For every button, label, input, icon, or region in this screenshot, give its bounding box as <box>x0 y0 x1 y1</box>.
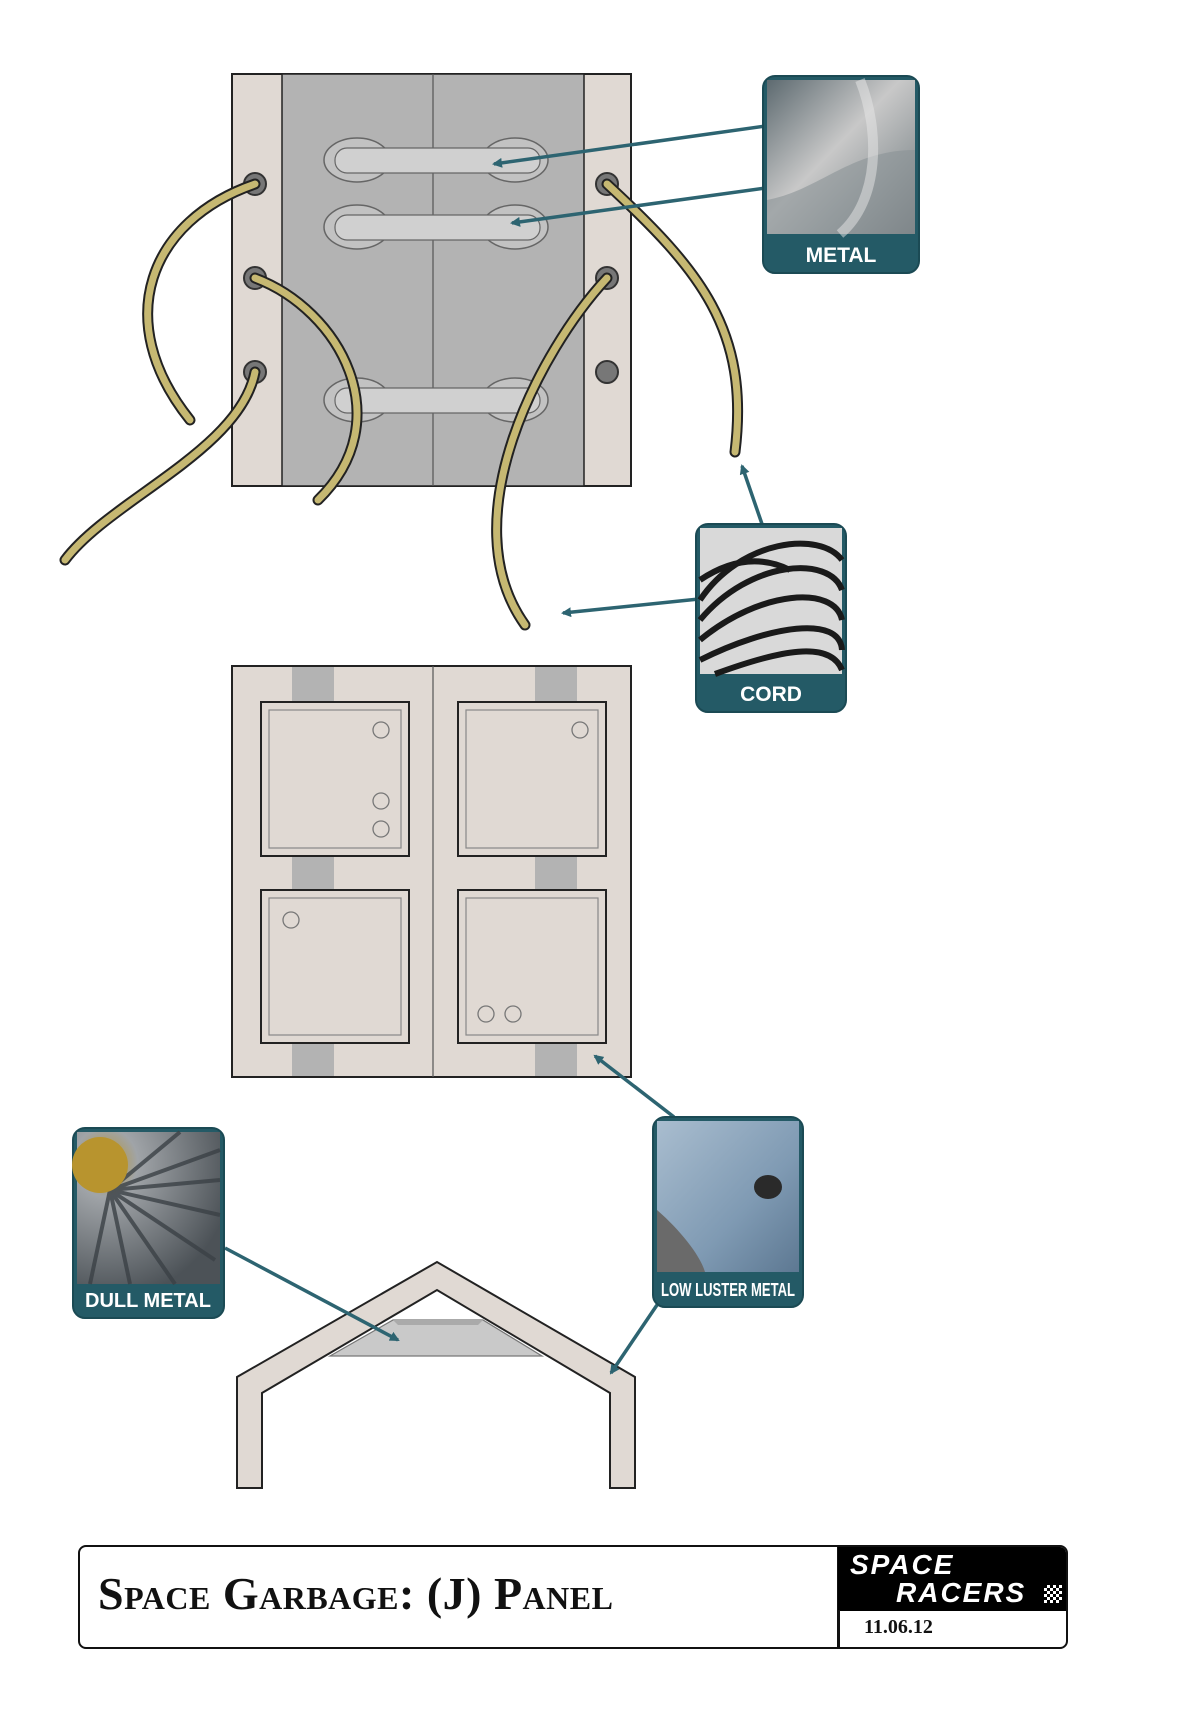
metal-swatch-sheen <box>836 78 879 238</box>
metal-strap <box>323 204 549 250</box>
bottom-profile <box>236 1260 636 1489</box>
diagram-canvas: METAL CORD DULL METAL <box>59 73 920 1489</box>
logo-text-space: SPACE <box>850 1549 955 1580</box>
space-racers-logo: SPACE RACERS <box>838 1547 1066 1611</box>
rivets <box>282 721 589 1023</box>
logo-text-racers: RACERS <box>896 1577 1027 1608</box>
callout-low-luster-metal: LOW LUSTER METAL <box>652 1116 804 1308</box>
cord-label: CORD <box>740 683 802 706</box>
date-cell: 11.06.12 <box>838 1610 1066 1647</box>
sub-panel-insets <box>268 709 599 1036</box>
callout-cord: CORD <box>695 523 847 713</box>
cords <box>59 178 744 631</box>
end-view-outline <box>236 1260 636 1489</box>
end-view-strap-edge <box>393 1320 483 1325</box>
low-luster-metal-label: LOW LUSTER METAL <box>661 1280 795 1300</box>
cord-swatch-coils <box>697 540 845 677</box>
hinge-tabs <box>292 667 577 1076</box>
checkered-flag-icon <box>1044 1585 1062 1603</box>
callout-dull-metal: DULL METAL <box>72 1127 225 1319</box>
middle-panel <box>231 665 632 1078</box>
low-luster-swatch-hole <box>754 1175 782 1199</box>
dull-metal-label: DULL METAL <box>85 1290 211 1312</box>
sub-panels <box>260 701 607 1044</box>
callout-arrows <box>224 124 767 1375</box>
dull-metal-swatch-hub <box>72 1137 128 1193</box>
page-title: Space Garbage: (J) Panel <box>98 1568 614 1619</box>
date-value: 11.06.12 <box>864 1616 933 1638</box>
metal-swatch-highlight <box>767 150 915 234</box>
metal-label: METAL <box>806 244 877 267</box>
callout-metal: METAL <box>762 75 920 274</box>
low-luster-swatch-wheel <box>657 1210 705 1272</box>
title-block: Space Garbage: (J) Panel SPACE RACERS 11… <box>78 1545 1068 1649</box>
top-panel <box>59 73 744 631</box>
